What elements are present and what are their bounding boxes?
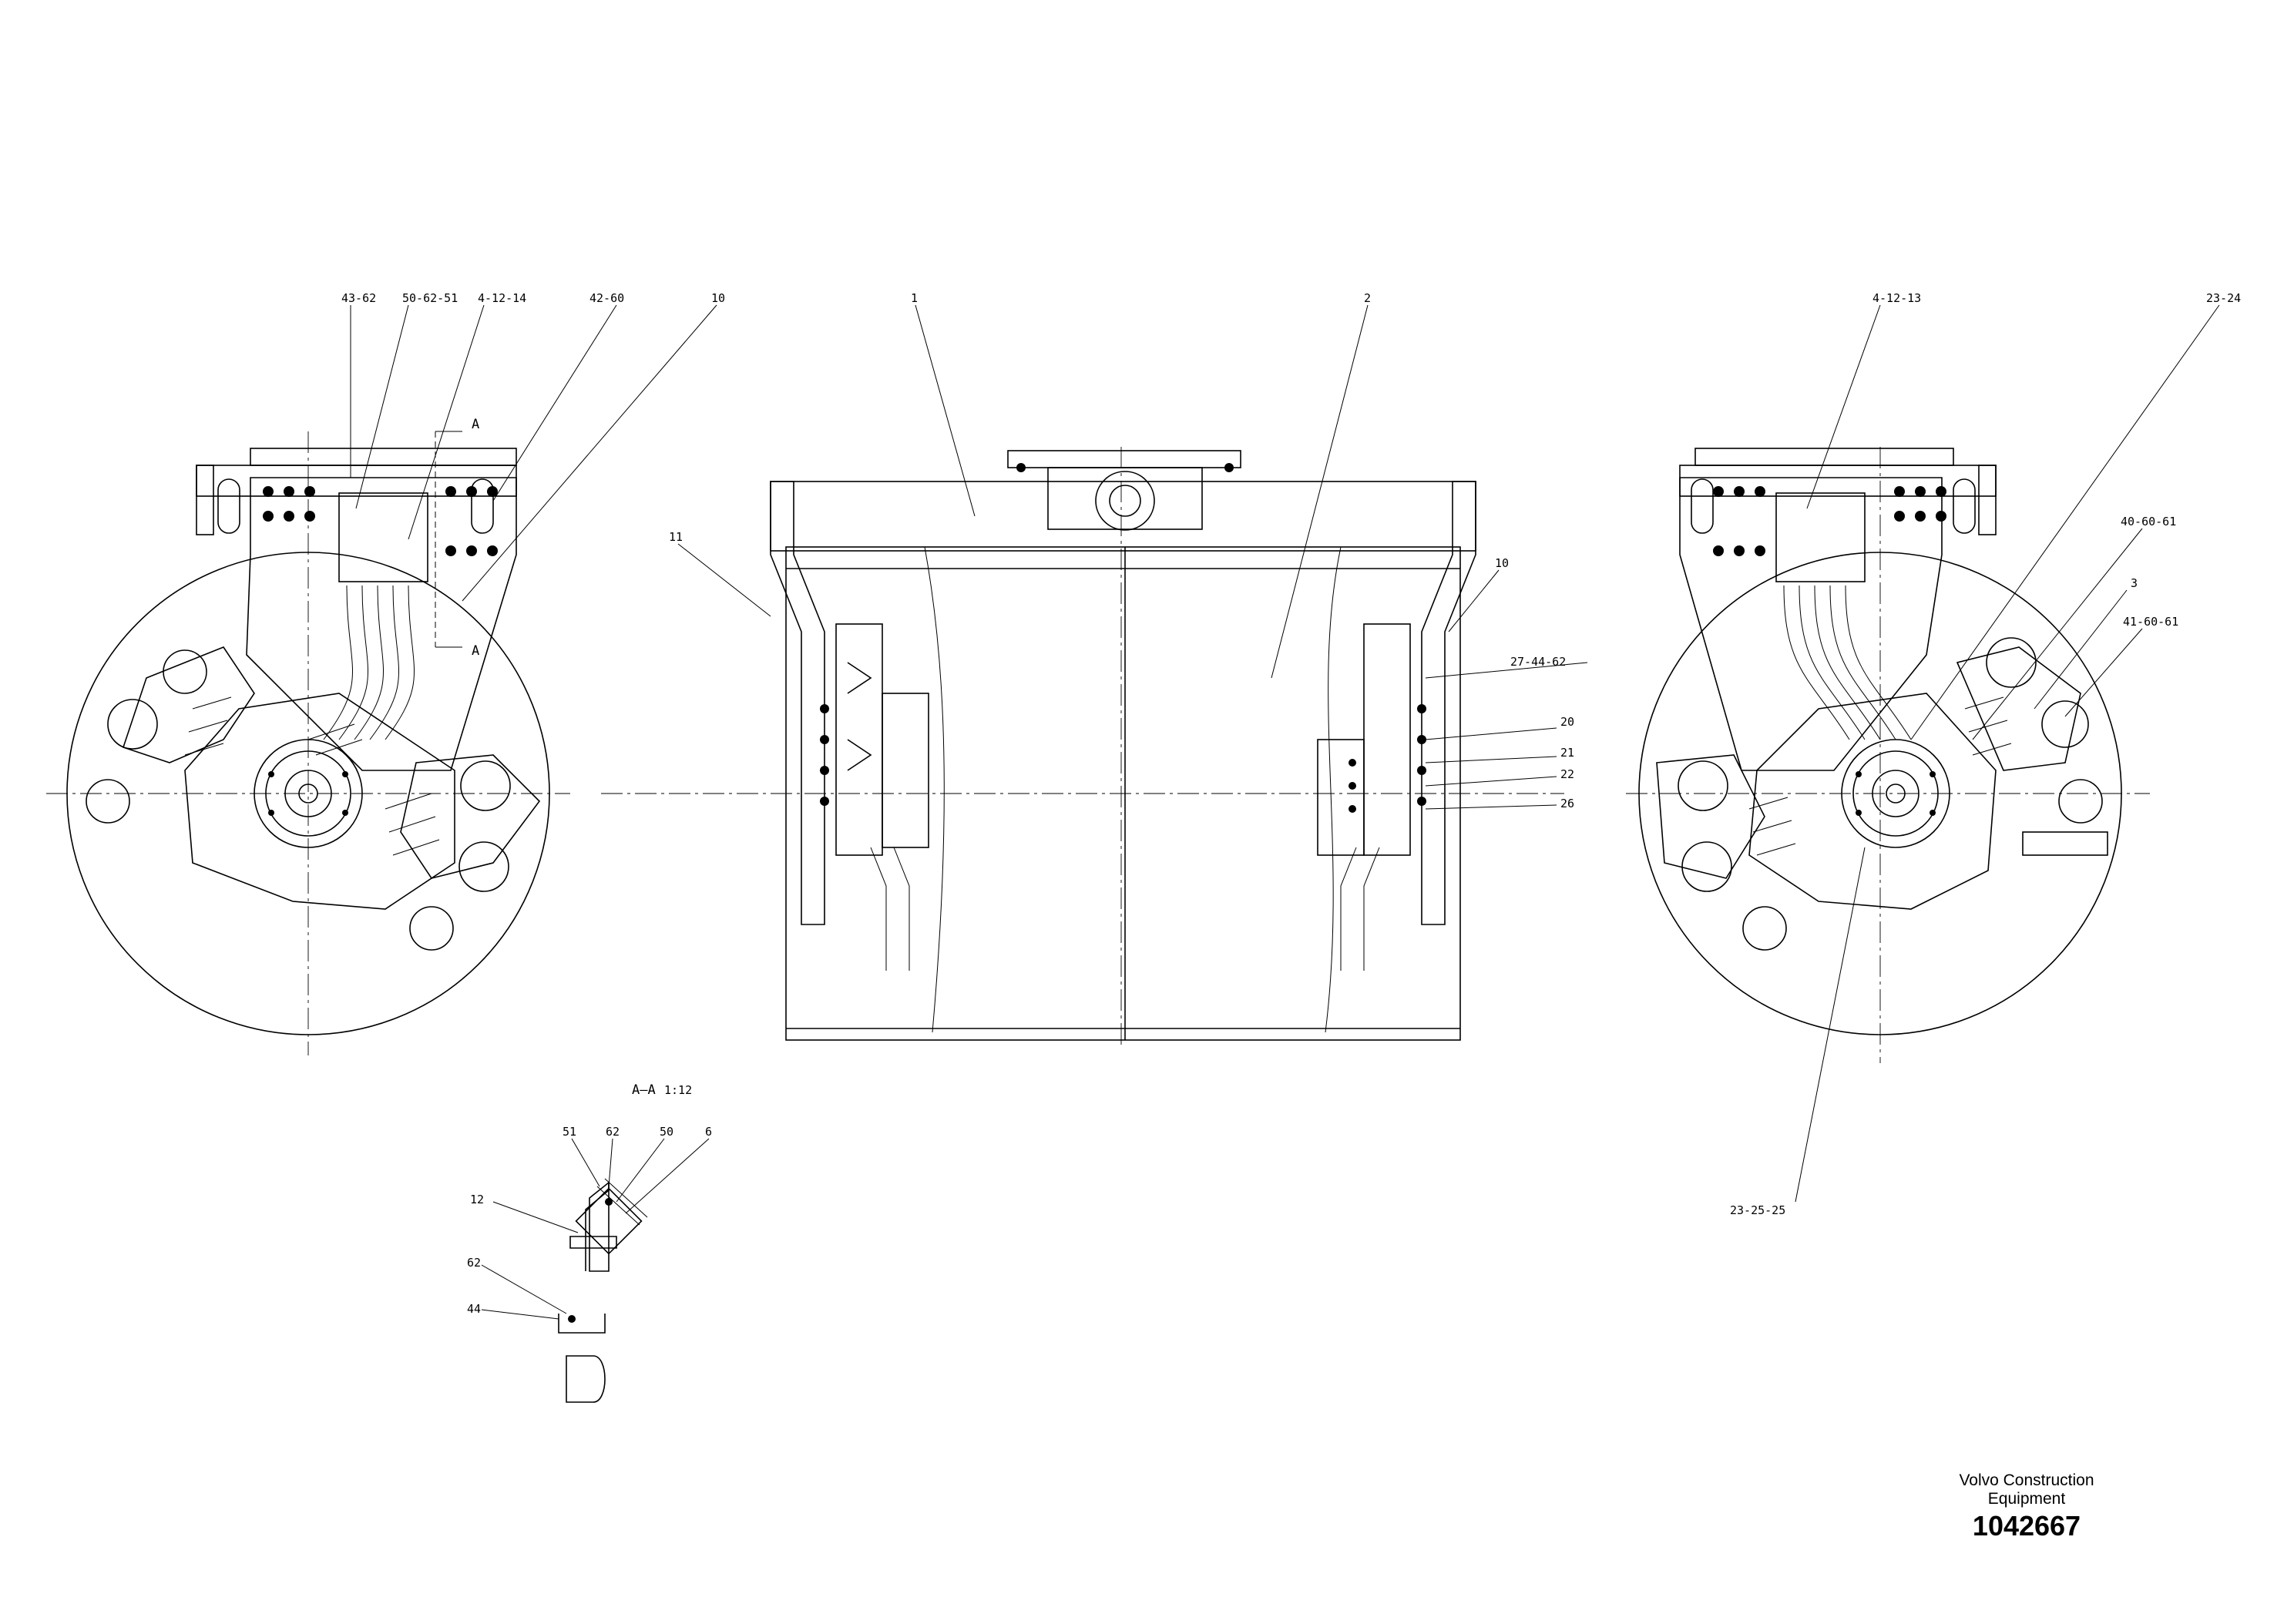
callout-4-12-13: 4-12-13 [1872, 291, 1921, 305]
callout-10-left: 10 [711, 291, 725, 305]
callout-22: 22 [1560, 767, 1574, 781]
callout-23-24: 23-24 [2206, 291, 2241, 305]
section-marker-top: A [472, 417, 479, 432]
callout-11: 11 [669, 530, 683, 544]
callout-27-44-62: 27-44-62 [1510, 655, 1566, 669]
section-detail-a-a: A–A 1:12 51 62 50 6 12 62 44 [467, 1082, 712, 1403]
section-marker-bottom: A [472, 643, 479, 659]
callout-3: 3 [2131, 576, 2138, 590]
title-block-brand-line2: Equipment [1987, 1490, 2066, 1508]
callout-20: 20 [1560, 715, 1574, 729]
callout-section-44: 44 [467, 1302, 481, 1316]
callout-23-25-25: 23-25-25 [1730, 1203, 1785, 1217]
callout-section-62-mid: 62 [467, 1256, 481, 1270]
callout-1: 1 [911, 291, 918, 305]
callout-50-62-51: 50-62-51 [402, 291, 458, 305]
title-block-part-number: 1042667 [1972, 1510, 2081, 1542]
center-front-view: 1 2 11 10 27-44-62 20 21 22 26 [601, 291, 1588, 1048]
callout-42-60: 42-60 [589, 291, 624, 305]
callout-40-60-61: 40-60-61 [2121, 515, 2176, 528]
callout-41-60-61: 41-60-61 [2123, 615, 2178, 629]
section-title: A–A [632, 1082, 656, 1098]
callout-21: 21 [1560, 746, 1574, 760]
callout-43-62: 43-62 [341, 291, 376, 305]
right-side-view: 4-12-13 23-24 40-60-61 3 41-60-61 23-25-… [1626, 291, 2241, 1217]
callout-2: 2 [1364, 291, 1371, 305]
title-block-brand-line1: Volvo Construction [1959, 1471, 2094, 1489]
callout-10-center: 10 [1495, 556, 1509, 570]
callout-4-12-14: 4-12-14 [478, 291, 526, 305]
section-scale: 1:12 [664, 1083, 692, 1097]
callout-section-12: 12 [470, 1193, 484, 1206]
callout-section-6: 6 [705, 1125, 712, 1139]
callout-section-50: 50 [660, 1125, 673, 1139]
callout-section-62-top: 62 [606, 1125, 620, 1139]
callout-26: 26 [1560, 797, 1574, 810]
callout-section-51: 51 [563, 1125, 576, 1139]
left-side-view: A A 43-62 50-62-51 4-12-14 42-60 10 [46, 291, 725, 1055]
